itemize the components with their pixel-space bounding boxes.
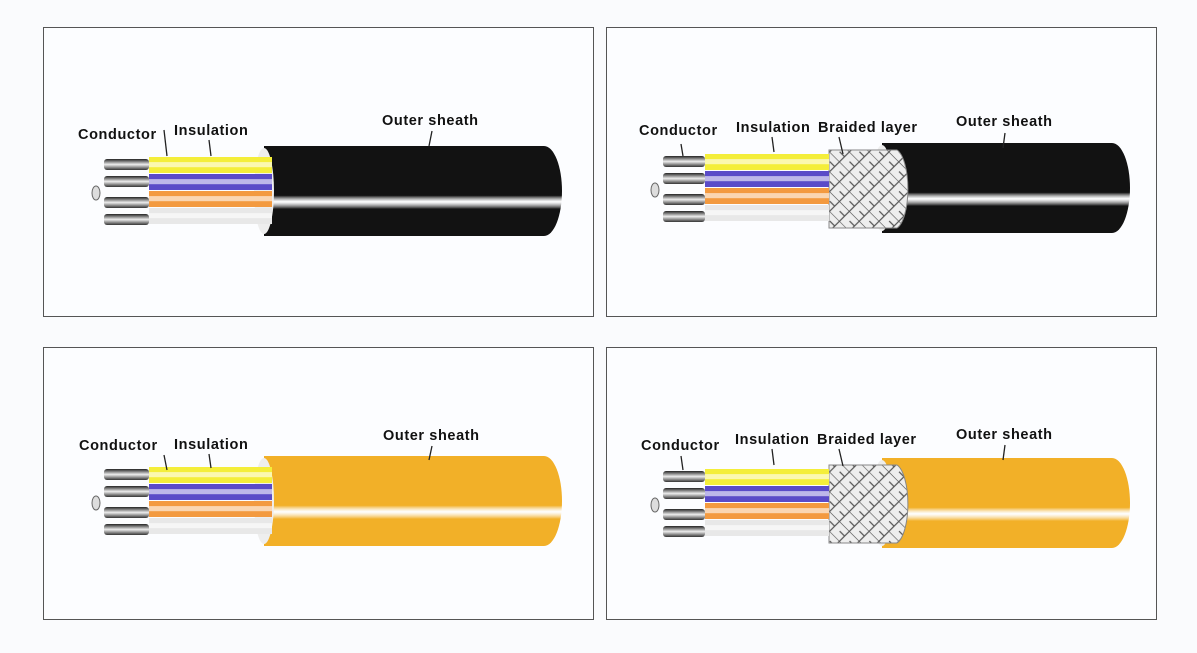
leader-line	[838, 448, 844, 467]
leader-line	[208, 453, 212, 469]
conductor-strand	[663, 488, 705, 499]
label-outer-sheath: Outer sheath	[383, 428, 480, 444]
conductor-strand	[663, 509, 705, 520]
insulation-highlight	[705, 210, 829, 216]
conductor-strand	[663, 211, 705, 222]
center-strand	[91, 495, 101, 511]
conductor-strand	[104, 197, 149, 208]
label-insulation: Insulation	[174, 437, 249, 453]
outer-sheath	[264, 146, 562, 236]
insulation-highlight	[705, 159, 829, 165]
center-strand	[650, 182, 660, 198]
label-outer-sheath: Outer sheath	[956, 114, 1053, 130]
cable-drawing	[650, 132, 1130, 233]
conductor-strand	[104, 486, 149, 497]
conductor-strand	[104, 176, 149, 187]
label-insulation: Insulation	[174, 123, 249, 139]
insulation-highlight	[705, 474, 829, 480]
cable-drawing	[91, 445, 562, 546]
leader-line	[1002, 444, 1006, 461]
panel-unshielded-orange: Conductor Insulation Outer sheath	[43, 347, 594, 620]
panel-unshielded-black: Conductor Insulation Outer sheath	[43, 27, 594, 317]
label-conductor: Conductor	[78, 127, 157, 143]
conductor-strand	[104, 524, 149, 535]
center-strand	[650, 497, 660, 513]
conductor-strand	[104, 159, 149, 170]
braided-layer	[828, 464, 909, 544]
outer-sheath	[882, 458, 1130, 548]
leader-line	[163, 129, 168, 157]
braided-layer	[828, 149, 909, 229]
cable-drawing	[91, 129, 562, 236]
leader-line	[428, 130, 433, 147]
label-insulation: Insulation	[735, 432, 810, 448]
leader-line	[208, 139, 212, 157]
conductor-strand	[663, 471, 705, 482]
conductor-strand	[663, 194, 705, 205]
insulation-highlight	[705, 525, 829, 531]
panel-braided-orange: Conductor Insulation Braided layer Outer…	[606, 347, 1157, 620]
insulation-highlight	[705, 193, 829, 199]
conductor-strand	[104, 507, 149, 518]
leader-line	[163, 454, 168, 471]
insulation-highlight	[705, 176, 829, 182]
label-insulation: Insulation	[736, 120, 811, 136]
label-outer-sheath: Outer sheath	[382, 113, 479, 129]
center-strand	[91, 185, 101, 201]
label-conductor: Conductor	[79, 438, 158, 454]
insulation-highlight	[705, 508, 829, 514]
insulation-highlight	[705, 491, 829, 497]
conductor-strand	[663, 156, 705, 167]
outer-sheath	[264, 456, 562, 546]
label-conductor: Conductor	[639, 123, 718, 139]
insulation-highlight	[149, 523, 272, 529]
leader-line	[680, 455, 684, 471]
conductor-strand	[663, 526, 705, 537]
conductor-strand	[104, 469, 149, 480]
insulation-highlight	[149, 196, 272, 202]
insulation-highlight	[149, 179, 272, 185]
conductor-strand	[104, 214, 149, 225]
insulation-highlight	[149, 162, 272, 168]
leader-line	[428, 445, 433, 461]
cable-drawing	[650, 444, 1130, 548]
insulation-highlight	[149, 506, 272, 512]
leader-line	[771, 448, 775, 466]
leader-line	[1002, 132, 1006, 149]
insulation-highlight	[149, 472, 272, 478]
insulation-highlight	[149, 489, 272, 495]
panel-braided-black: Conductor Insulation Braided layer Outer…	[606, 27, 1157, 317]
label-braided-layer: Braided layer	[817, 432, 917, 448]
label-outer-sheath: Outer sheath	[956, 427, 1053, 443]
leader-line	[838, 136, 844, 155]
insulation-highlight	[149, 213, 272, 219]
label-conductor: Conductor	[641, 438, 720, 454]
outer-sheath	[882, 143, 1130, 233]
leader-line	[771, 136, 775, 153]
leader-line	[680, 143, 684, 157]
conductor-strand	[663, 173, 705, 184]
label-braided-layer: Braided layer	[818, 120, 918, 136]
